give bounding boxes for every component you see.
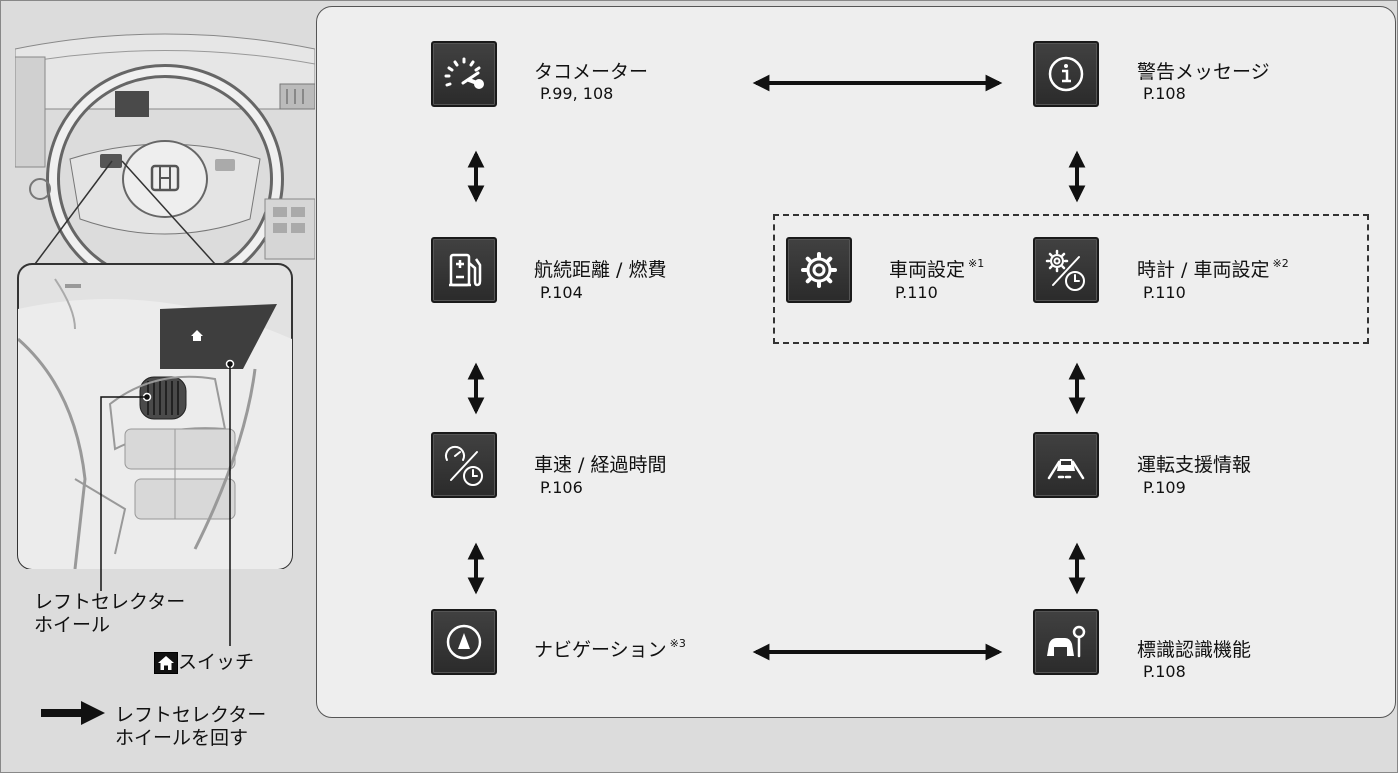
range-title: 航続距離 / 燃費: [534, 259, 667, 281]
warning-page-ref: P.108: [1143, 84, 1186, 103]
tacho-title: タコメーター: [534, 61, 649, 83]
lane-car-icon: [1033, 432, 1099, 498]
range-page-ref: P.104: [540, 283, 583, 302]
sign-recognition-page-ref: P.108: [1143, 662, 1186, 681]
vehicle-settings-footnote: ※1: [968, 257, 985, 270]
rotate-wheel-legend: レフトセレクター ホイールを回す: [115, 704, 267, 749]
traffic-sign-car-icon: [1033, 609, 1099, 675]
gear-icon: [786, 237, 852, 303]
leader-lines: [100, 364, 231, 646]
driver-assist-title: 運転支援情報: [1137, 454, 1252, 476]
info-icon: [1033, 41, 1099, 107]
gear-clock-icon: [1033, 237, 1099, 303]
speed-page-ref: P.106: [540, 478, 583, 497]
clock-settings-title: 時計 / 車両設定※2: [1137, 257, 1289, 281]
navi-footnote: ※3: [669, 637, 686, 650]
settings-group-box: [773, 214, 1369, 344]
rotate-arrow-icon: [41, 701, 105, 725]
steering-wheel-illustration: [15, 9, 315, 569]
fuel-pump-icon: [431, 237, 497, 303]
speedometer-clock-icon: [431, 432, 497, 498]
display-modes-panel: [316, 6, 1396, 718]
vehicle-settings-title: 車両設定※1: [889, 257, 985, 281]
home-switch-label: スイッチ: [178, 651, 255, 673]
tachometer-icon: [431, 41, 497, 107]
left-selector-wheel-label: レフトセレクター ホイール: [34, 591, 186, 636]
vehicle-settings-page-ref: P.110: [895, 283, 938, 302]
warning-title: 警告メッセージ: [1137, 61, 1270, 83]
clock-settings-page-ref: P.110: [1143, 283, 1186, 302]
sign-recognition-title: 標識認識機能: [1137, 639, 1252, 661]
speed-title: 車速 / 経過時間: [534, 454, 667, 476]
navi-title: ナビゲーション※3: [534, 637, 686, 661]
clock-settings-footnote: ※2: [1272, 257, 1289, 270]
tacho-page-ref: P.99, 108: [540, 84, 614, 103]
navigation-compass-icon: [431, 609, 497, 675]
driver-assist-page-ref: P.109: [1143, 478, 1186, 497]
home-icon: [154, 652, 178, 674]
